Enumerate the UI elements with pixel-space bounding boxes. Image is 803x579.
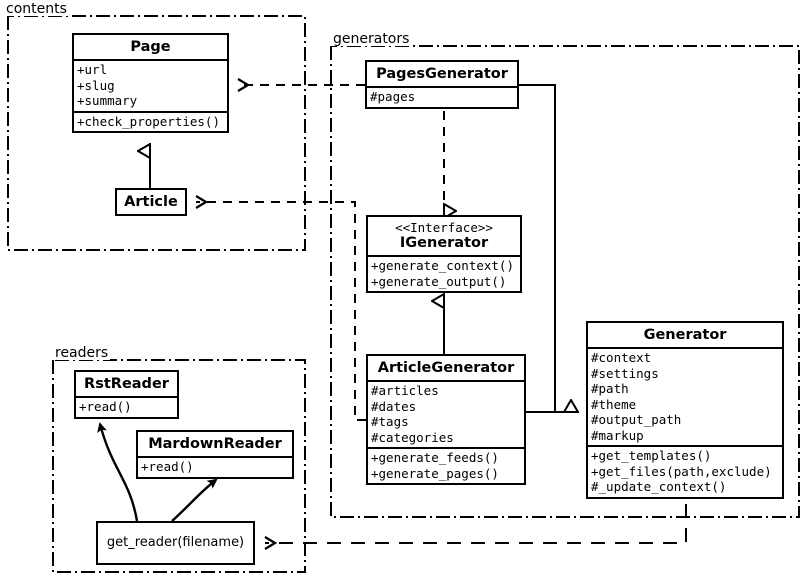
class-name-igenerator: <<Interface>> IGenerator bbox=[368, 217, 520, 255]
class-box-article[interactable]: Article bbox=[115, 188, 187, 216]
class-stereotype-igenerator: <<Interface>> bbox=[395, 220, 493, 235]
class-name-page: Page bbox=[130, 39, 171, 55]
method-row: +generate_pages() bbox=[371, 465, 499, 481]
class-box-generator[interactable]: Generator #context #settings #path #them… bbox=[586, 321, 784, 499]
package-label-contents: contents bbox=[4, 1, 69, 17]
class-methods-igenerator: +generate_context() +generate_output() bbox=[368, 255, 520, 291]
connector-pagesgenerator-to-generator bbox=[519, 84, 571, 413]
class-attributes-articlegenerator: #articles #dates #tags #categories bbox=[368, 380, 524, 447]
class-box-page[interactable]: Page +url +slug +summary +check_properti… bbox=[72, 33, 229, 133]
class-box-rstreader[interactable]: RstReader +read() bbox=[74, 370, 179, 419]
attribute-row: +summary bbox=[77, 93, 138, 108]
attribute-row: #articles bbox=[371, 383, 439, 398]
attribute-row: #path bbox=[591, 381, 629, 396]
package-label-readers: readers bbox=[53, 345, 111, 361]
function-label-get-reader: get_reader(filename) bbox=[106, 535, 245, 550]
class-box-pagesgenerator[interactable]: PagesGenerator #pages bbox=[365, 60, 519, 109]
attribute-row: #settings bbox=[591, 365, 659, 381]
class-attributes-page: +url +slug +summary bbox=[74, 59, 227, 111]
class-methods-mardownreader: +read() bbox=[138, 456, 292, 477]
method-row: +generate_output() bbox=[371, 273, 507, 289]
method-row: +read() bbox=[141, 459, 194, 474]
attribute-row: #theme bbox=[591, 396, 637, 412]
class-name-mardownreader: MardownReader bbox=[148, 436, 282, 452]
method-row: +generate_context() bbox=[371, 258, 514, 273]
class-name-rstreader: RstReader bbox=[84, 376, 169, 392]
class-name-generator: Generator bbox=[643, 327, 727, 343]
attribute-row: #markup bbox=[591, 427, 644, 443]
method-row: #_update_context() bbox=[591, 479, 727, 494]
class-box-mardownreader[interactable]: MardownReader +read() bbox=[136, 430, 294, 479]
class-methods-page: +check_properties() bbox=[74, 110, 227, 132]
class-box-articlegenerator[interactable]: ArticleGenerator #articles #dates #tags … bbox=[366, 354, 526, 485]
attribute-row: #tags bbox=[371, 414, 409, 429]
class-box-igenerator[interactable]: <<Interface>> IGenerator +generate_conte… bbox=[366, 215, 522, 293]
class-methods-generator: +get_templates() +get_files(path,exclude… bbox=[588, 445, 782, 497]
class-name-pagesgenerator: PagesGenerator bbox=[376, 66, 508, 82]
class-name-articlegenerator: ArticleGenerator bbox=[377, 360, 515, 376]
class-methods-articlegenerator: +generate_feeds() +generate_pages() bbox=[368, 447, 524, 483]
class-attributes-pagesgenerator: #pages bbox=[367, 86, 517, 107]
attribute-row: #output_path bbox=[591, 412, 682, 427]
connector-get_reader-to-rstreader bbox=[97, 422, 139, 522]
connector-articlegenerator-to-article bbox=[196, 202, 366, 421]
attribute-row: +slug bbox=[77, 77, 115, 93]
class-title-igenerator: IGenerator bbox=[399, 235, 489, 251]
class-name-article: Article bbox=[124, 194, 178, 210]
attribute-row: #dates bbox=[371, 398, 417, 414]
package-label-generators: generators bbox=[331, 31, 412, 47]
class-methods-rstreader: +read() bbox=[76, 396, 177, 417]
attribute-row: #categories bbox=[371, 429, 454, 445]
attribute-row: #context bbox=[591, 350, 652, 365]
connector-generator-to-get_reader bbox=[265, 504, 687, 543]
function-box-get-reader[interactable]: get_reader(filename) bbox=[96, 521, 255, 565]
method-row: +check_properties() bbox=[77, 113, 220, 129]
connector-get_reader-to-mardownreader bbox=[171, 478, 218, 522]
method-row: +get_files(path,exclude) bbox=[591, 463, 772, 479]
attribute-row: +url bbox=[77, 62, 108, 77]
method-row: +generate_feeds() bbox=[371, 450, 499, 465]
attribute-row: #pages bbox=[370, 89, 416, 104]
class-attributes-generator: #context #settings #path #theme #output_… bbox=[588, 347, 782, 445]
method-row: +read() bbox=[79, 399, 132, 414]
method-row: +get_templates() bbox=[591, 448, 712, 463]
